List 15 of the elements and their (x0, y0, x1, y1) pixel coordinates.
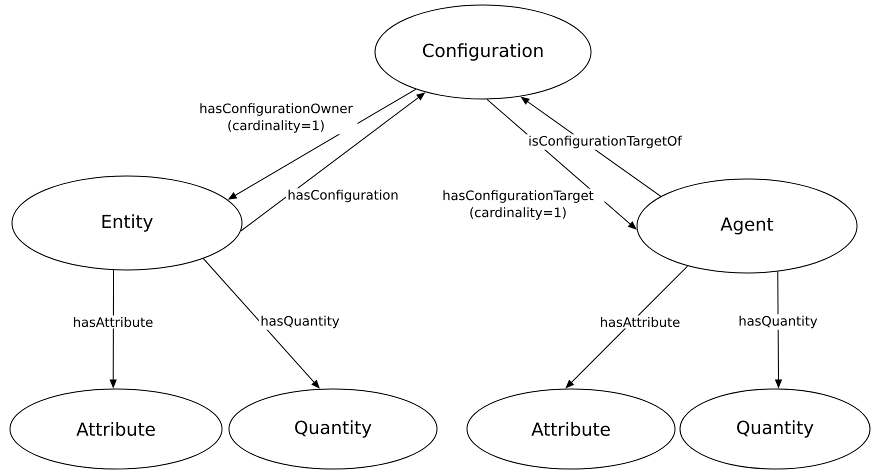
edge-label: isConfigurationTargetOf (526, 134, 684, 150)
ellipse-node: Attribute (10, 388, 222, 470)
ellipse-node: Quantity (680, 388, 870, 470)
edge-label: hasConfigurationOwner (cardinality=1) (194, 102, 358, 134)
edge-label: hasQuantity (258, 314, 342, 330)
ellipse-node: Entity (12, 176, 242, 270)
ellipse-node: Quantity (228, 388, 438, 470)
edge-label: hasConfigurationTarget (cardinality=1) (432, 188, 604, 222)
edge-label: hasAttribute (598, 315, 682, 329)
edge-label: hasAttribute (71, 315, 155, 329)
ellipse-node: Attribute (466, 388, 676, 470)
edge-label: hasConfiguration (286, 188, 400, 204)
ellipse-node: Configuration (374, 4, 592, 100)
ellipse-node: Agent (636, 178, 858, 274)
edge-label: hasQuantity (736, 314, 820, 330)
